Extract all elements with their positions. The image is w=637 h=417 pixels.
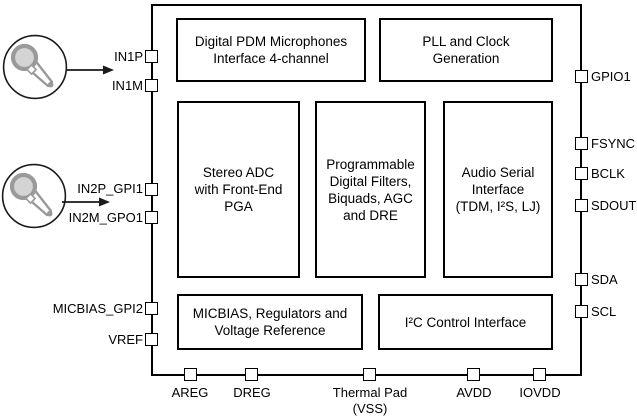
block-label-line: and DRE <box>343 207 398 223</box>
pin-in2m-gpo1 <box>145 211 158 224</box>
pin-bclk <box>575 167 588 180</box>
arrow-icon <box>66 65 114 75</box>
pin-label-gpio1: GPIO1 <box>591 69 631 84</box>
pin-label-in2p-gpi1: IN2P_GPI1 <box>77 181 143 196</box>
microphone-icon <box>1 163 67 229</box>
block-digital-pdm-interface: Digital PDM Microphones Interface 4-chan… <box>176 18 366 82</box>
pin-sda <box>575 273 588 286</box>
pin-avdd <box>467 368 480 381</box>
pin-label-areg: AREG <box>171 385 209 400</box>
pin-areg <box>184 368 197 381</box>
pin-in2p-gpi1 <box>145 183 158 196</box>
pin-vref <box>145 333 158 346</box>
pin-label-line: Thermal Pad <box>332 385 408 400</box>
pin-label-thermal-pad: Thermal Pad (VSS) <box>310 385 430 417</box>
pin-iovdd <box>533 368 546 381</box>
pin-label-line: (VSS) <box>352 401 388 416</box>
pin-in1p <box>145 50 158 63</box>
block-label-line: I²C Control Interface <box>404 314 527 330</box>
pin-label-avdd: AVDD <box>456 385 492 400</box>
pin-sdout <box>575 199 588 212</box>
pin-gpio1 <box>575 70 588 83</box>
arrow-icon <box>62 197 110 207</box>
pin-label-in1p: IN1P <box>114 49 143 64</box>
microphone-icon <box>2 34 68 100</box>
block-digital-filters: Programmable Digital Filters, Biquads, A… <box>315 101 426 278</box>
pin-label-in1m: IN1M <box>111 78 143 93</box>
block-label-line: Biquads, AGC <box>328 190 413 206</box>
block-label-line: Interface <box>471 182 525 197</box>
block-label-line: Stereo ADC <box>202 165 275 180</box>
block-label-line: with Front-End <box>194 182 283 197</box>
pin-scl <box>575 305 588 318</box>
pin-label-bclk: BCLK <box>591 166 625 181</box>
pin-label-iovdd: IOVDD <box>519 385 561 400</box>
block-label-line: Programmable <box>326 156 415 172</box>
pin-dreg <box>245 368 258 381</box>
pin-label-vref: VREF <box>108 332 143 347</box>
block-label-line: Digital PDM Microphones <box>194 34 348 49</box>
block-label-line: (TDM, I²S, LJ) <box>455 199 541 214</box>
block-label-line: MICBIAS, Regulators and <box>192 306 348 321</box>
block-label-line: PLL and Clock <box>422 34 510 49</box>
block-stereo-adc-pga: Stereo ADC with Front-End PGA <box>177 101 300 278</box>
block-label-line: Audio Serial <box>461 165 535 180</box>
pin-label-fsync: FSYNC <box>591 136 636 151</box>
block-i2c-control-interface: I²C Control Interface <box>378 294 553 350</box>
block-label-line: PGA <box>224 199 253 214</box>
pin-label-micbias-gpi2: MICBIAS_GPI2 <box>52 301 143 316</box>
pin-fsync <box>575 137 588 150</box>
pin-label-in2m-gpo1: IN2M_GPO1 <box>68 210 143 225</box>
block-label-line: Generation <box>432 51 500 66</box>
block-pll-clock-generation: PLL and Clock Generation <box>379 18 553 82</box>
block-label-line: Interface 4-channel <box>213 51 329 66</box>
pin-label-sda: SDA <box>591 272 618 287</box>
pin-label-scl: SCL <box>591 304 617 319</box>
pin-micbias-gpi2 <box>145 302 158 315</box>
pin-thermal-pad <box>363 368 376 381</box>
block-label-line: Voltage Reference <box>214 323 326 338</box>
block-audio-serial-interface: Audio Serial Interface (TDM, I²S, LJ) <box>443 101 553 278</box>
pin-label-sdout: SDOUT <box>591 198 637 213</box>
block-micbias-regulators: MICBIAS, Regulators and Voltage Referenc… <box>177 294 363 350</box>
block-label-line: Digital Filters, <box>329 173 412 189</box>
pin-label-dreg: DREG <box>233 385 271 400</box>
pin-in1m <box>145 79 158 92</box>
